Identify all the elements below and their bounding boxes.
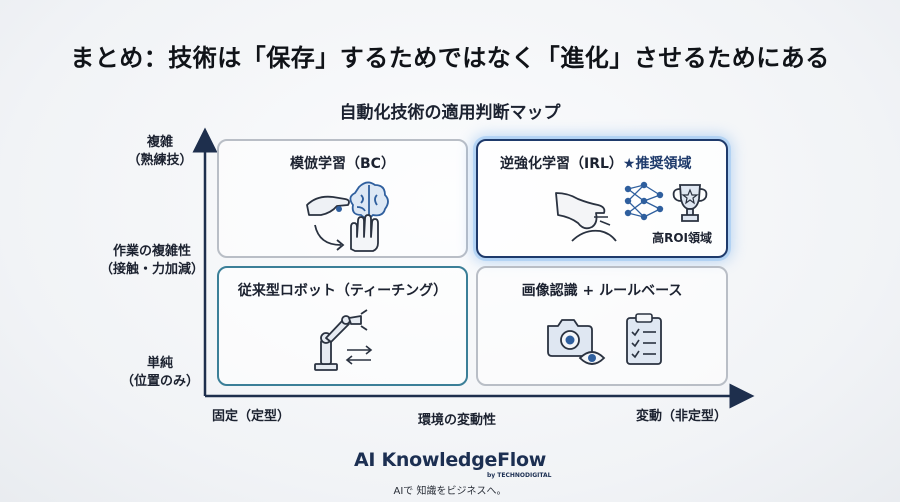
recommended-badge: ★推奨領域 [622, 156, 692, 172]
quadrant-title: 模倣学習（BC） [290, 156, 395, 172]
x-label-left: 固定（定型） [212, 409, 291, 424]
quadrant-conventional-robot: 従来型ロボット（ティーチング） [217, 266, 468, 386]
camera-eye-icon [547, 319, 606, 365]
map-title: 自動化技術の適用判断マップ [339, 103, 561, 123]
quadrant-imitation-learning: 模倣学習（BC） [217, 139, 468, 258]
neural-network-icon [624, 181, 664, 221]
quadrant-inverse-rl: 逆強化学習（IRL）★推奨領域 高ROI領域 [476, 139, 728, 258]
checklist-icon [626, 313, 662, 365]
quadrant-title: 画像認識 + ルールベース [521, 283, 683, 299]
human-hand-icon [555, 192, 617, 242]
brand-logo: AI KnowledgeFlow [353, 449, 547, 471]
roi-label: 高ROI領域 [652, 231, 712, 245]
hand-brain-icon [306, 181, 389, 252]
quadrant-title: 逆強化学習（IRL）★推奨領域 [500, 156, 692, 172]
trophy-icon [672, 184, 708, 222]
y-label-middle: 作業の複雑性（接触・力加減） [99, 244, 204, 277]
robot-arm-icon [314, 309, 373, 371]
y-label-top: 複雑（熟練技） [127, 135, 193, 168]
x-label-middle: 環境の変動性 [418, 413, 497, 428]
page-title: まとめ：技術は「保存」するためではなく「進化」させるためにある [70, 44, 830, 72]
y-label-bottom: 単純（位置のみ） [120, 356, 199, 389]
brand-tagline: AIで 知識をビジネスへ。 [393, 486, 507, 497]
quadrant-title: 従来型ロボット（ティーチング） [237, 283, 448, 299]
quadrant-vision-rules: 画像認識 + ルールベース [476, 266, 728, 386]
x-label-right: 変動（非定型） [636, 409, 728, 424]
brand-byline: by TECHNODIGITAL [487, 472, 552, 479]
